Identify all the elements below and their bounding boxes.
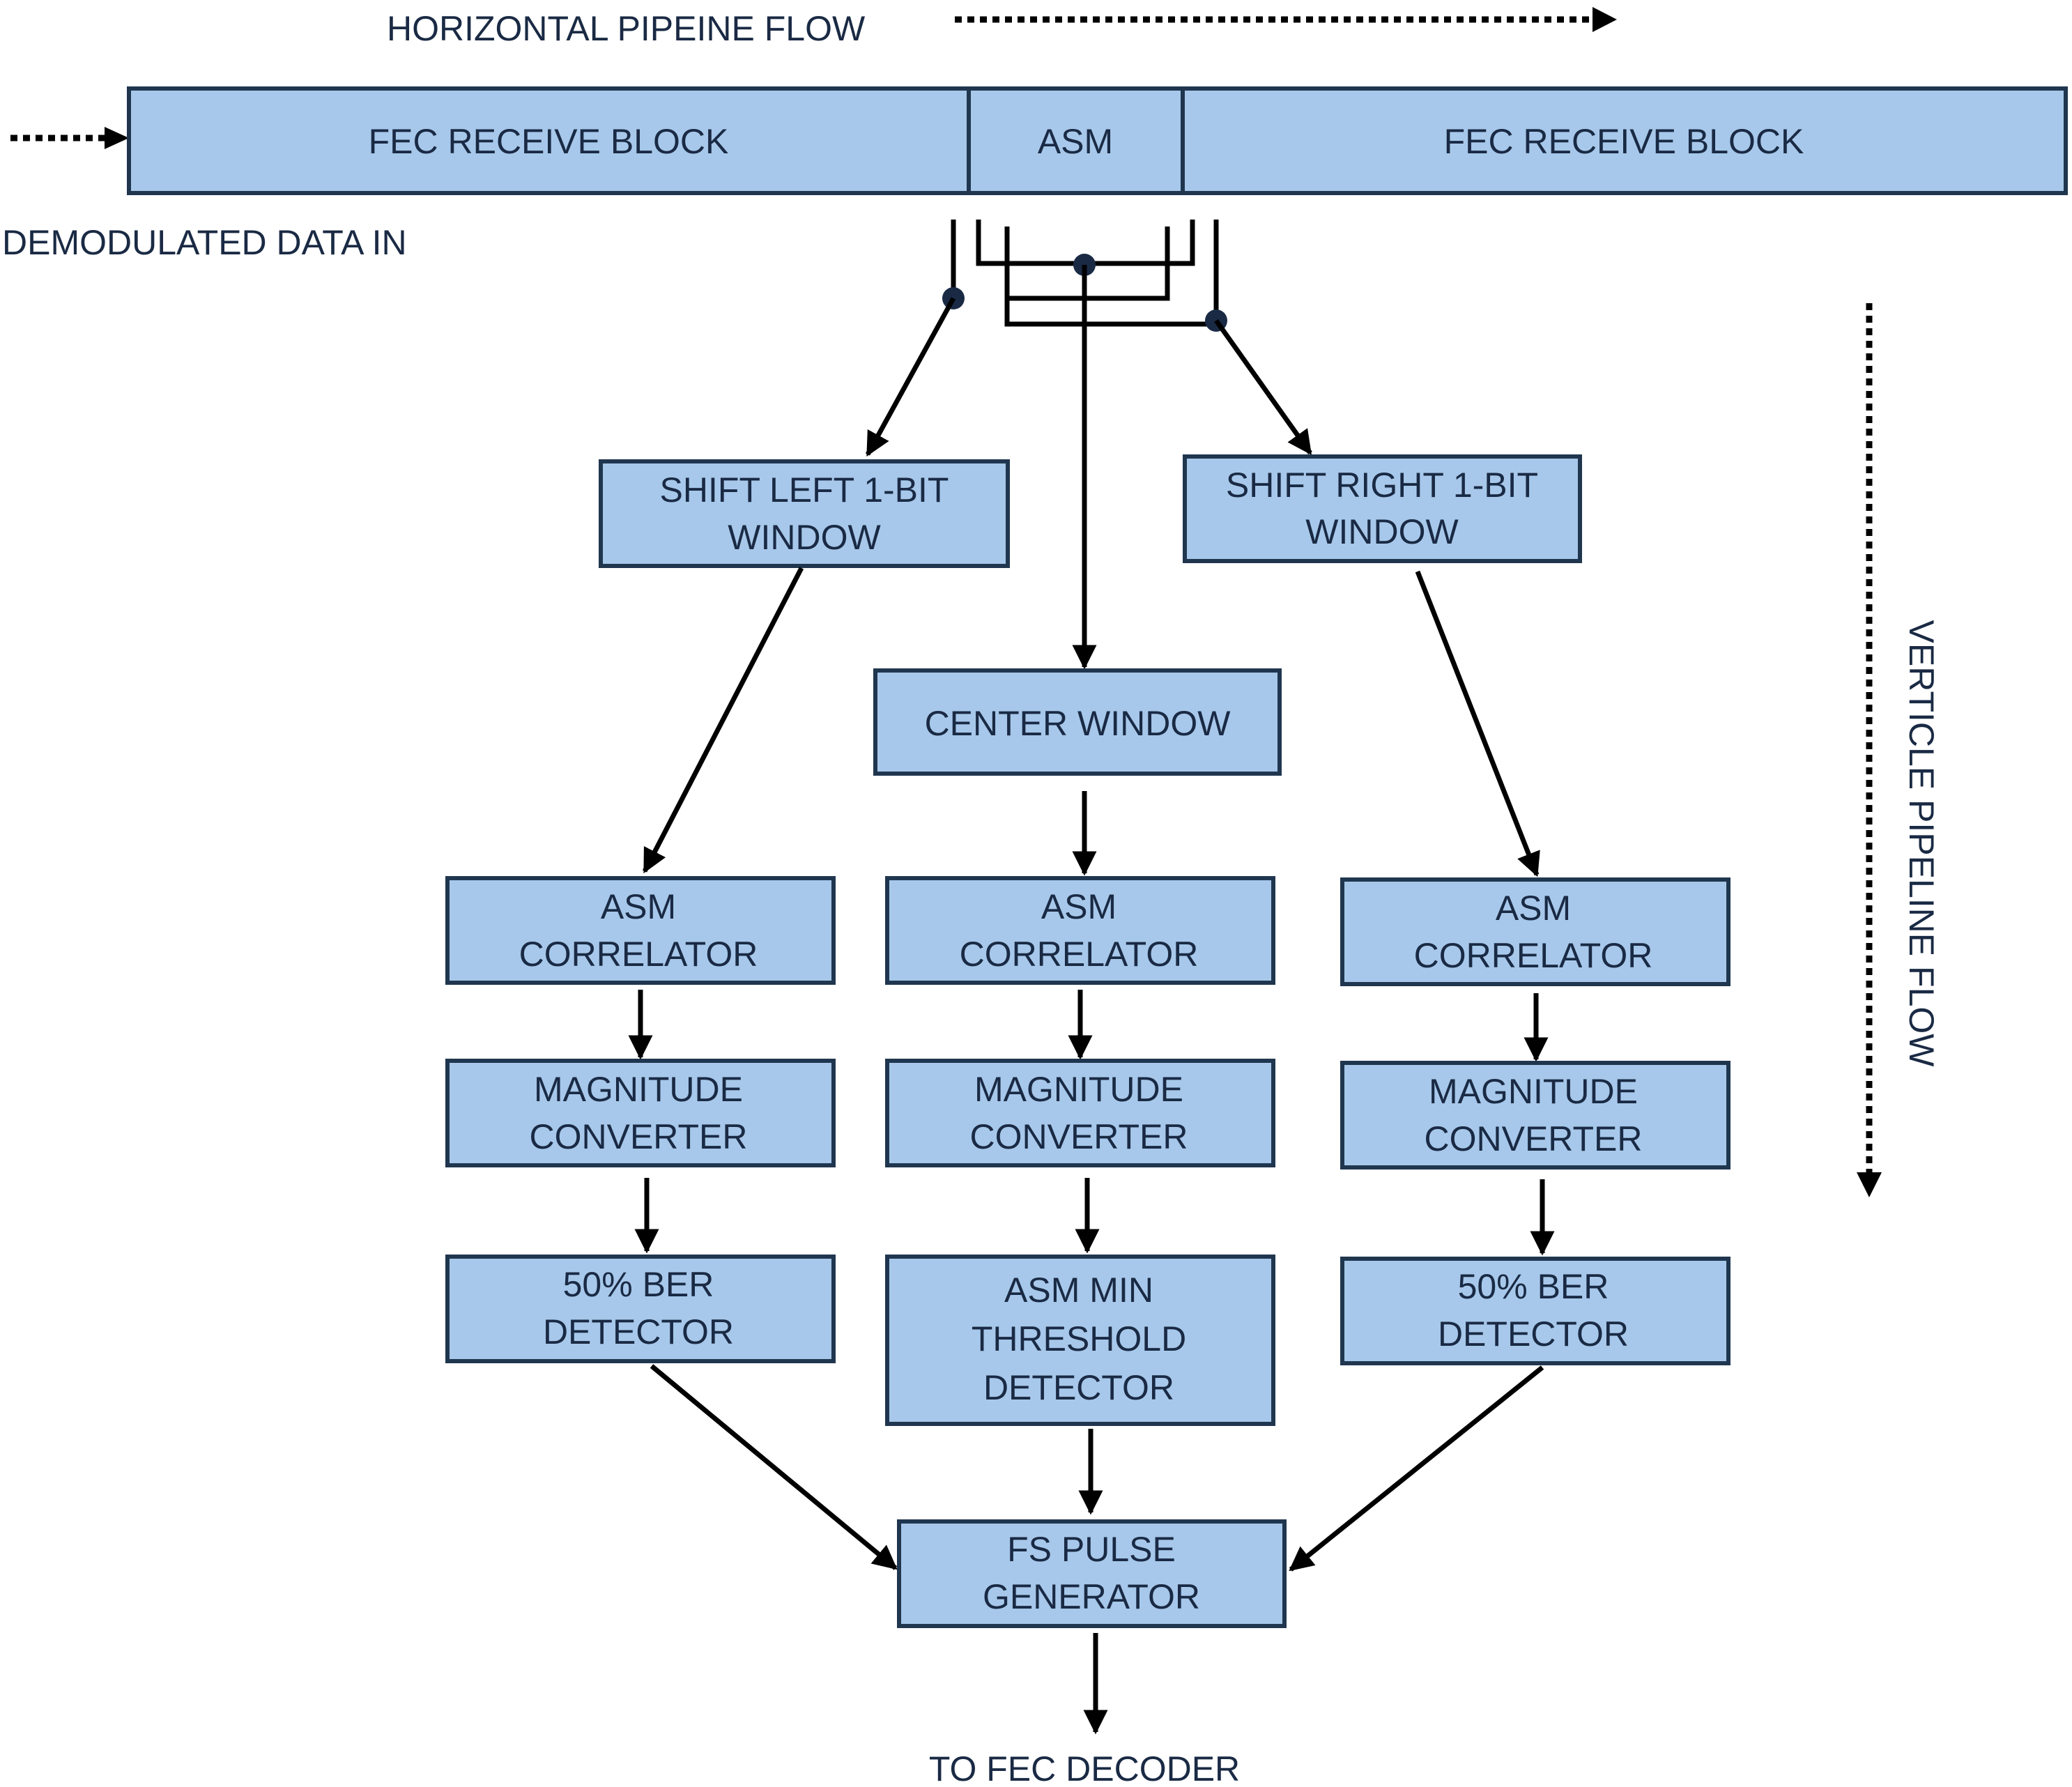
right-magnitude-line-2: CONVERTER bbox=[1424, 1119, 1642, 1158]
left-ber-detector-line-2: DETECTOR bbox=[543, 1312, 734, 1351]
right-magnitude-line-1: MAGNITUDE bbox=[1429, 1072, 1638, 1111]
left-magnitude-line-1: MAGNITUDE bbox=[534, 1070, 743, 1109]
center-magnitude-line-1: MAGNITUDE bbox=[974, 1070, 1183, 1109]
data-in-arrowhead bbox=[105, 127, 129, 149]
fec-receive-block-right bbox=[1181, 86, 2068, 195]
left-correlator-box bbox=[445, 876, 836, 985]
right-magnitude-box bbox=[1340, 1061, 1730, 1169]
arrow-right-window-to-correlator bbox=[1415, 570, 1540, 877]
fs-pulse-generator-line-2: GENERATOR bbox=[983, 1577, 1200, 1616]
horizontal-flow-label: HORIZONTAL PIPEINE FLOW bbox=[387, 9, 866, 48]
left-magnitude-box bbox=[445, 1059, 836, 1167]
left-correlator-line-2: CORRELATOR bbox=[519, 935, 758, 974]
asm-label: ASM bbox=[1038, 122, 1113, 161]
center-correlator-line-1: ASM bbox=[1041, 887, 1116, 926]
left-correlator-line-1: ASM bbox=[601, 887, 676, 926]
arrow-to-shift-right bbox=[1214, 319, 1312, 455]
shift-left-window-box bbox=[599, 459, 1010, 568]
arrow-right-detector-to-pulse bbox=[1289, 1365, 1544, 1572]
shift-left-window-line-2: WINDOW bbox=[728, 518, 881, 557]
output-label: TO FEC DECODER bbox=[929, 1749, 1240, 1787]
center-window-label: CENTER WINDOW bbox=[925, 704, 1231, 743]
fec-receive-right-label: FEC RECEIVE BLOCK bbox=[1444, 122, 1804, 161]
arrow-left-detector-to-pulse bbox=[650, 1364, 898, 1570]
fec-receive-left-label: FEC RECEIVE BLOCK bbox=[369, 122, 729, 161]
right-correlator-line-1: ASM bbox=[1496, 889, 1571, 928]
fs-pulse-generator-line-1: FS PULSE bbox=[1007, 1530, 1176, 1569]
center-correlator-line-2: CORRELATOR bbox=[960, 935, 1199, 974]
shift-right-window-line-1: SHIFT RIGHT 1-BIT bbox=[1226, 466, 1538, 505]
center-magnitude-box bbox=[885, 1059, 1275, 1167]
right-correlator-line-2: CORRELATOR bbox=[1414, 936, 1653, 975]
left-magnitude-line-2: CONVERTER bbox=[529, 1117, 747, 1156]
fs-pulse-generator-box bbox=[897, 1519, 1287, 1628]
right-ber-detector-box bbox=[1340, 1257, 1730, 1365]
stream-bar: FEC RECEIVE BLOCK ASM FEC RECEIVE BLOCK bbox=[127, 86, 2068, 195]
right-ber-detector-line-2: DETECTOR bbox=[1438, 1314, 1629, 1353]
data-in-label: DEMODULATED DATA IN bbox=[2, 223, 407, 262]
shift-left-window-line-1: SHIFT LEFT 1-BIT bbox=[660, 470, 949, 509]
shift-right-window-box bbox=[1183, 454, 1582, 563]
center-threshold-detector-line-3: DETECTOR bbox=[983, 1368, 1174, 1407]
right-correlator-box bbox=[1340, 877, 1730, 986]
shift-right-window-line-2: WINDOW bbox=[1305, 512, 1459, 551]
center-correlator-box bbox=[885, 876, 1275, 985]
left-ber-detector-box bbox=[445, 1255, 836, 1363]
asm-block bbox=[967, 86, 1185, 195]
center-threshold-detector-box bbox=[885, 1255, 1275, 1426]
left-ber-detector-line-1: 50% BER bbox=[563, 1265, 714, 1304]
center-threshold-detector-line-1: ASM MIN bbox=[1004, 1271, 1153, 1310]
center-threshold-detector-line-2: THRESHOLD bbox=[972, 1319, 1186, 1358]
horizontal-flow-arrowhead bbox=[1593, 7, 1617, 32]
center-magnitude-line-2: CONVERTER bbox=[969, 1117, 1188, 1156]
vertical-flow-arrowhead bbox=[1857, 1172, 1882, 1197]
center-window-box bbox=[873, 668, 1282, 776]
arrow-left-window-to-correlator bbox=[642, 567, 804, 874]
right-ber-detector-line-1: 50% BER bbox=[1458, 1267, 1609, 1306]
arrow-to-shift-left bbox=[865, 297, 956, 457]
vertical-flow-label: VERTICLE PIPELINE FLOW bbox=[1902, 620, 1941, 1068]
